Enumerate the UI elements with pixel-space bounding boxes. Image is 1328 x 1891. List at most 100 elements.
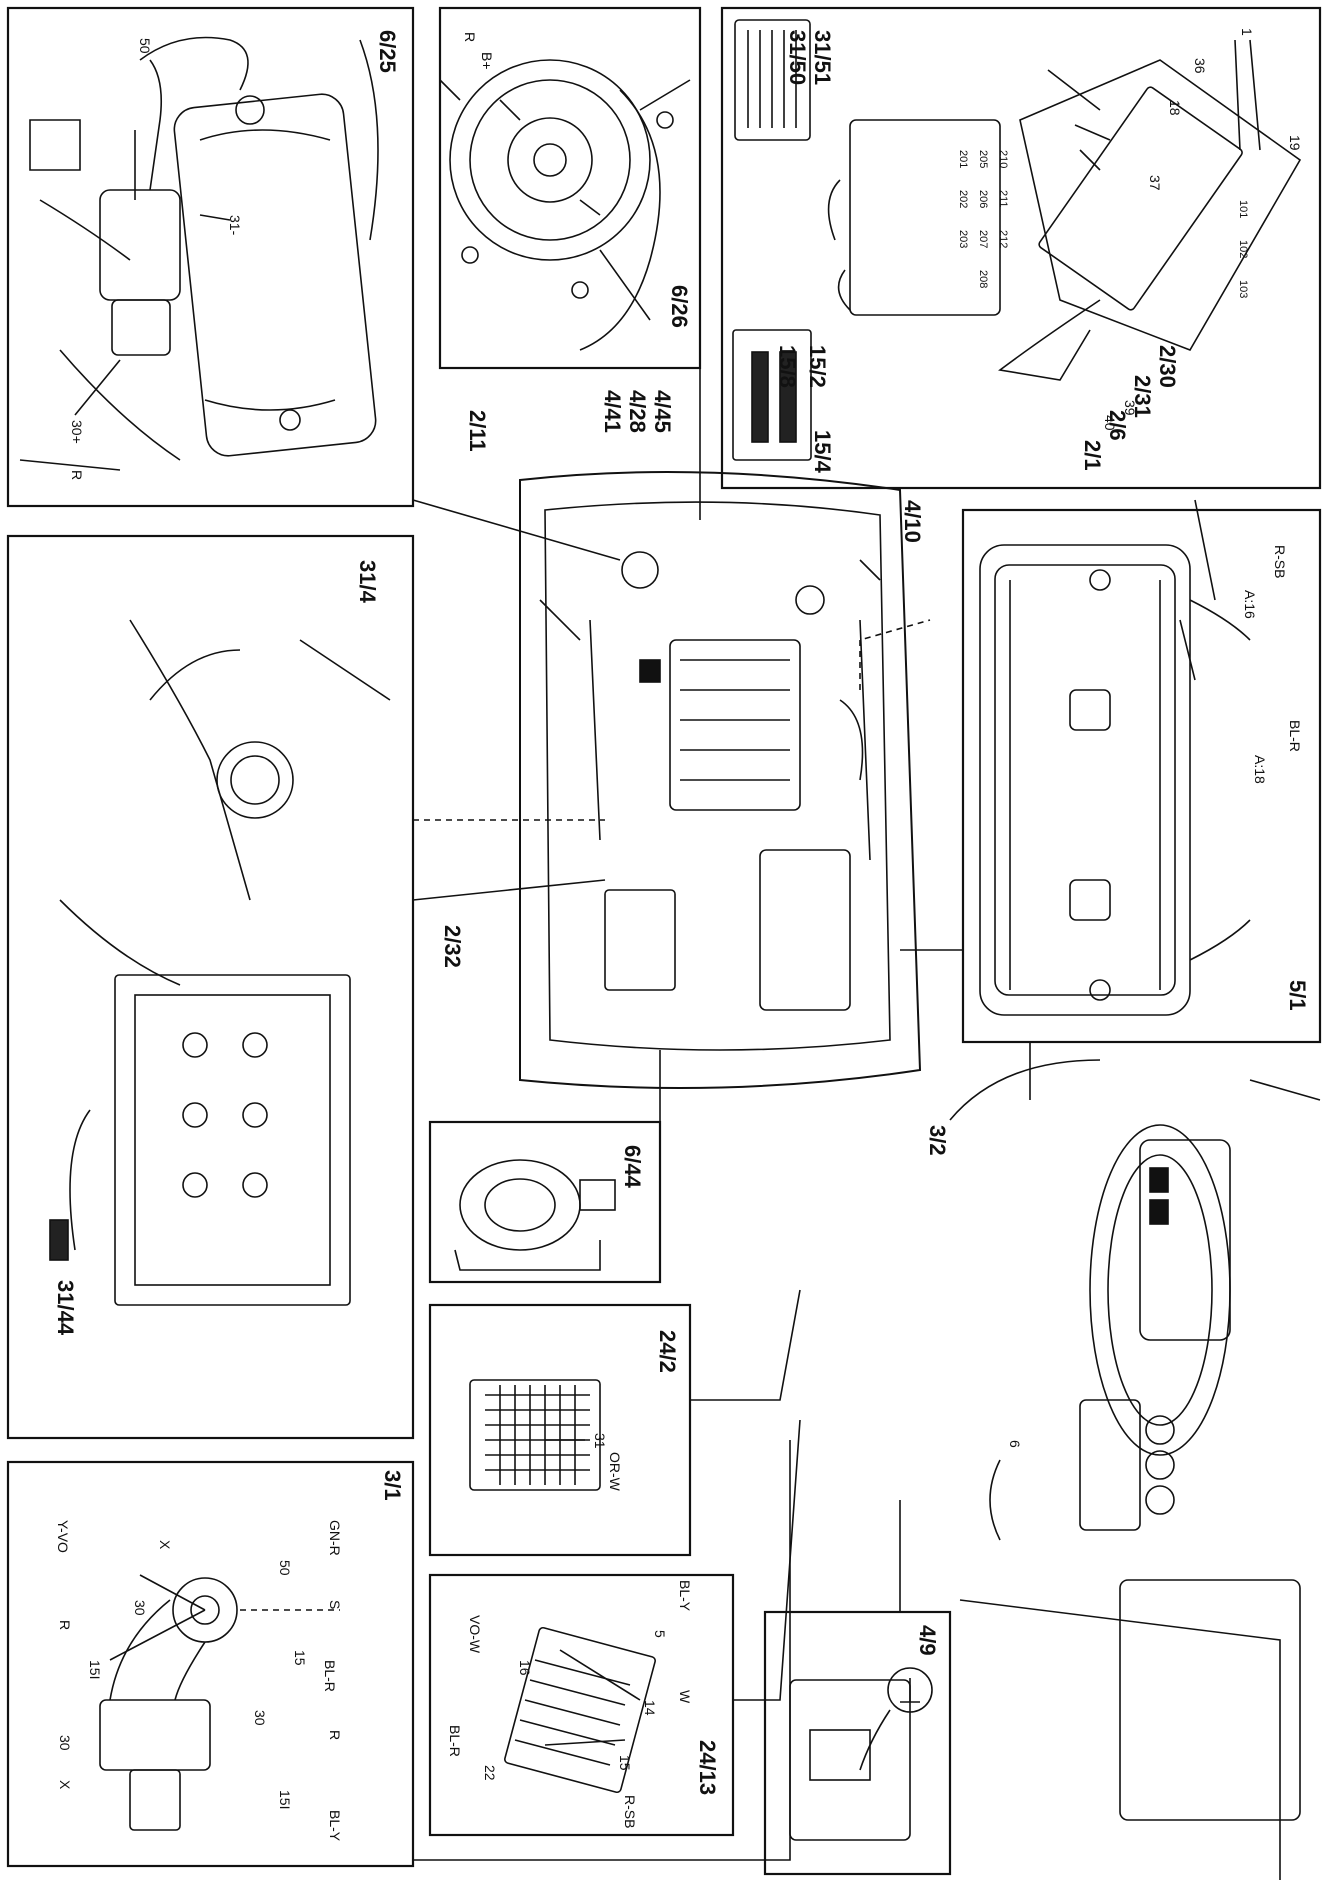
ref-3-2: 3/2 (925, 1125, 950, 1156)
conn2413-wire-bly: BL-Y (677, 1580, 693, 1612)
instrument-cluster-drawing (979, 544, 1251, 1016)
ign-terminal-15i-a: 15I (87, 1660, 103, 1679)
conn2413-pin-14: 14 (642, 1700, 658, 1716)
conn2413-pin-15: 15 (617, 1755, 633, 1771)
fuse-206: 206 (977, 190, 989, 208)
ign-wire-bly: BL-Y (327, 1810, 343, 1842)
cluster-pin-a18: A:18 (1252, 755, 1268, 784)
starter-terminal-30: 30+ (69, 420, 85, 444)
fuse-205: 205 (977, 150, 989, 168)
pin-36: 36 (1192, 58, 1208, 74)
fuse-212: 212 (997, 230, 1009, 248)
connector-24-13-drawing (504, 1626, 656, 1794)
ignition-switch-drawing (99, 1577, 238, 1831)
ign-terminal-30b: 30 (252, 1710, 268, 1726)
ref-24-13: 24/13 (695, 1740, 720, 1795)
ref-2-11: 2/11 (465, 410, 490, 452)
conn2413-pin-16: 16 (517, 1660, 533, 1676)
ref-4-41: 4/41 (600, 390, 625, 433)
panel-conn242-frame (428, 1303, 692, 1557)
connector-24-2-drawing (469, 1379, 601, 1491)
fuse-207: 207 (977, 230, 989, 248)
ref-6-44: 6/44 (620, 1145, 645, 1189)
pin-40: 40 (1102, 415, 1118, 431)
panel-ignition-frame (6, 1460, 415, 1868)
ref-31-44: 31/44 (53, 1280, 78, 1336)
ground-point-drawing (789, 1667, 933, 1841)
starter-motor-drawing (19, 36, 379, 471)
ref-2-30: 2/30 (1155, 345, 1180, 388)
panel-cluster-frame (961, 508, 1322, 1044)
lock-cylinder-drawing (454, 1159, 616, 1271)
relay-102: 102 (1237, 240, 1249, 258)
ref-31-51: 31/51 (810, 30, 835, 85)
fuse-210: 210 (997, 150, 1009, 168)
panel-lock-frame (428, 1120, 662, 1284)
fuse-202: 202 (957, 190, 969, 208)
ref-15-2: 15/2 (805, 345, 830, 388)
leader-lines (74, 69, 1216, 1861)
fuse-box-drawing (732, 19, 1302, 461)
fuse-211: 211 (997, 190, 1009, 208)
ign-wire-r1: R (57, 1620, 73, 1630)
conn2413-pin-22: 22 (482, 1765, 498, 1781)
ref-6-25: 6/25 (375, 30, 400, 73)
conn2413-wire-blr: BL-R (447, 1725, 463, 1757)
ign-wire-r2: R (327, 1730, 343, 1740)
conn2413-wire-vow: VO-W (467, 1615, 483, 1654)
relay-101: 101 (1237, 200, 1249, 218)
ign-terminal-50: 50 (277, 1560, 293, 1576)
panel-fusebox-frame (720, 6, 1322, 490)
fuse-201: 201 (957, 150, 969, 168)
alternator-wire-r: R (462, 32, 478, 42)
alternator-terminal-bplus: B+ (479, 52, 495, 70)
ign-terminal-x2: X (57, 1780, 73, 1790)
starter-terminal-31: 31- (227, 215, 243, 236)
ign-wire-blr: BL-R (322, 1660, 338, 1692)
pin-18: 18 (1167, 100, 1183, 116)
conn2413-wire-rsb: R-SB (622, 1795, 638, 1828)
ign-terminal-30c: 30 (57, 1735, 73, 1751)
ref-31-50: 31/50 (785, 30, 810, 85)
cluster-wire-rsb: R-SB (1272, 545, 1288, 578)
gear-label: 6 (1007, 1440, 1023, 1448)
engine-bay-drawing (519, 471, 922, 1089)
ref-31-4: 31/4 (355, 560, 380, 604)
cluster-pin-a16: A:16 (1242, 590, 1258, 619)
ign-wire-gnr: GN-R (327, 1520, 343, 1556)
panel-alternator-frame (438, 6, 702, 370)
ref-3-1: 3/1 (380, 1470, 405, 1501)
fuse-203: 203 (957, 230, 969, 248)
label-layer: 6/255031-30+R6/26RB+31/5131/5015/215/815… (53, 28, 1310, 1842)
starter-terminal-50: 50 (137, 38, 153, 54)
ref-6-26: 6/26 (667, 285, 692, 328)
ign-terminal-15: 15 (292, 1650, 308, 1666)
pin-39: 39 (1122, 400, 1138, 416)
panel-ground-frame (763, 1610, 952, 1876)
ref-24-2: 24/2 (655, 1330, 680, 1373)
ign-terminal-30a: 30 (132, 1600, 148, 1616)
ref-15-4: 15/4 (810, 430, 835, 474)
panel-starter-frame (6, 6, 415, 508)
panel-battery-frame (6, 534, 415, 1440)
ref-4-28: 4/28 (625, 390, 650, 433)
conn2413-wire-w: W (677, 1690, 693, 1704)
battery-drawing (49, 619, 391, 1306)
fuse-208: 208 (977, 270, 989, 288)
conn242-wire-orw: OR-W (607, 1452, 623, 1492)
conn2413-pin-5: 5 (652, 1630, 668, 1638)
ign-terminal-15i-b: 15I (277, 1790, 293, 1809)
relay-103: 103 (1237, 280, 1249, 298)
ign-terminal-s: S (327, 1600, 343, 1609)
ref-2-1: 2/1 (1080, 440, 1105, 471)
ref-2-31: 2/31 (1130, 375, 1155, 418)
panel-conn2413-frame (428, 1573, 735, 1837)
ign-wire-yvo: Y-VO (55, 1520, 71, 1553)
ign-terminal-x1: X (157, 1540, 173, 1550)
ref-2-6: 2/6 (1105, 410, 1130, 441)
starter-wire-r: R (69, 470, 85, 480)
ref-4-10: 4/10 (900, 500, 925, 543)
ref-15-8: 15/8 (775, 345, 800, 388)
pin-19: 19 (1287, 135, 1303, 151)
